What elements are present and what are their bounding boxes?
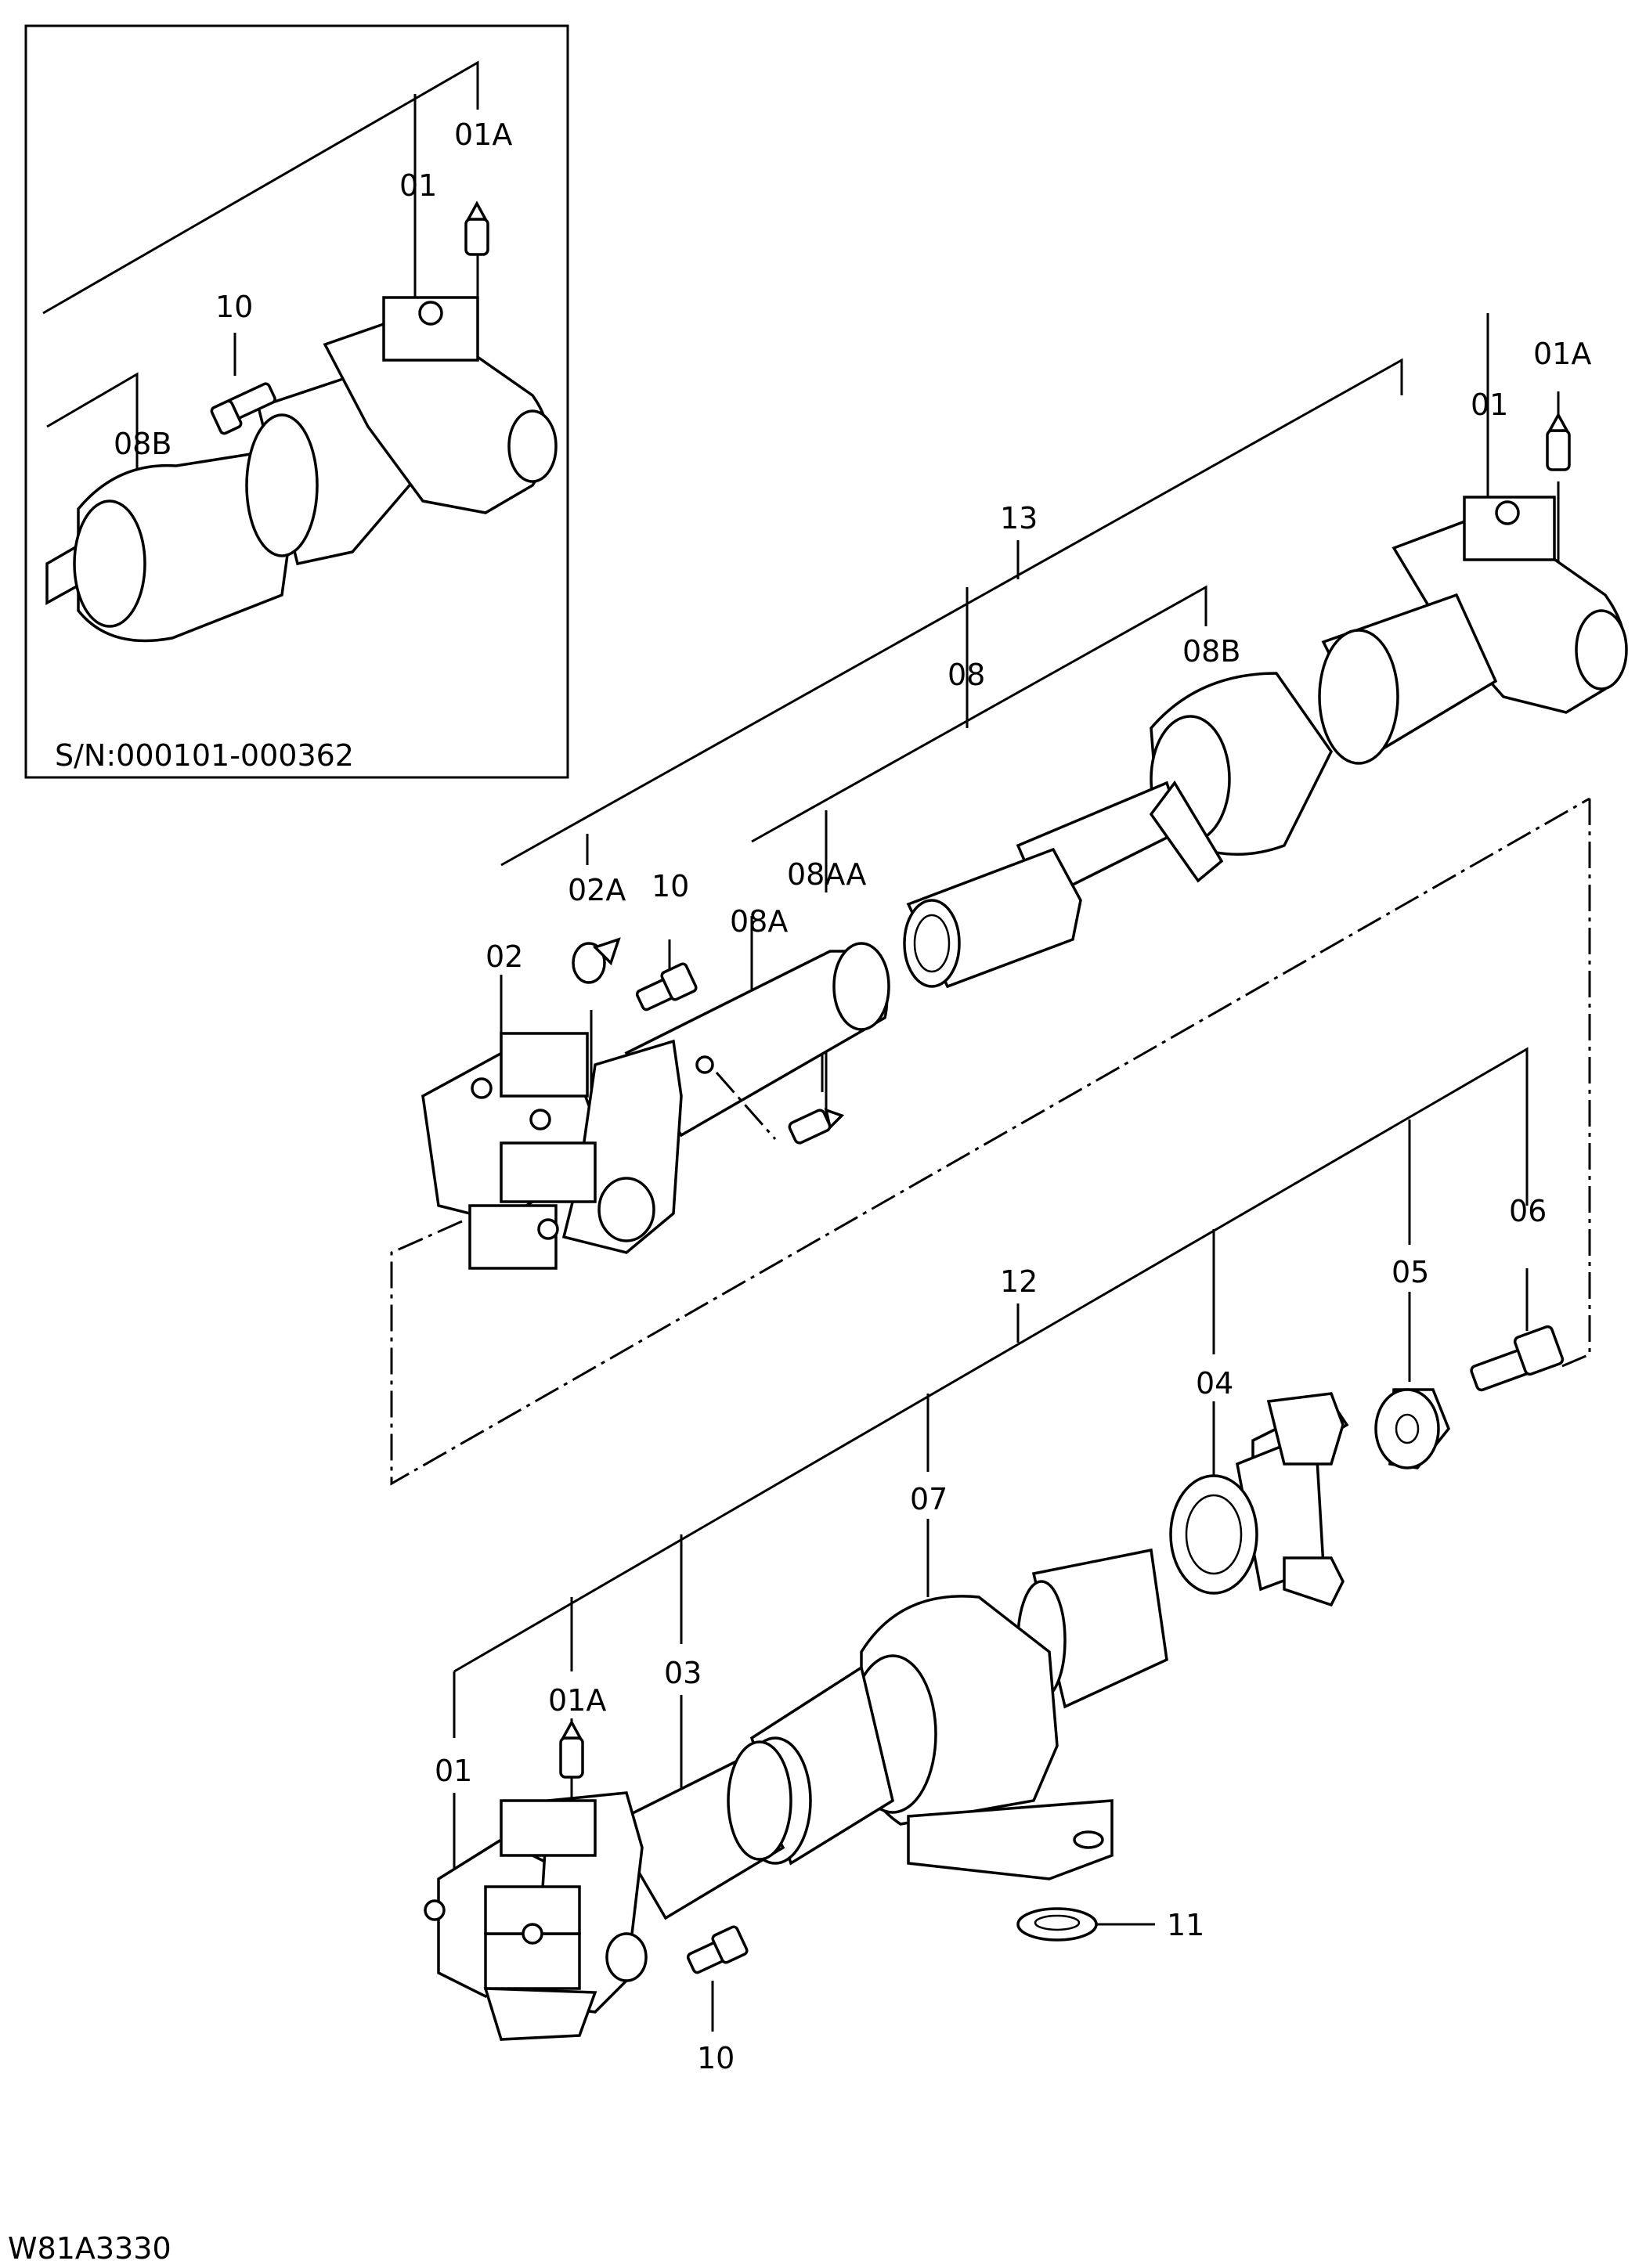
flange-yoke-04 (1169, 1392, 1349, 1607)
center-bearing-07 (738, 1548, 1168, 1880)
label-01-top: 01 (1471, 388, 1508, 422)
label-08b: 08B (1182, 634, 1240, 669)
upper-universal-joint-02 (421, 1032, 683, 1270)
inset-yoke (323, 296, 558, 514)
upper-tube-08a (624, 942, 890, 1140)
label-08aa: 08AA (787, 857, 866, 892)
inset-label-01: 01 (399, 168, 437, 203)
inset-grease-nipple-icon (464, 200, 489, 256)
washer-11 (1016, 1907, 1098, 1942)
upper-bolt-10-icon (635, 962, 698, 1011)
label-13: 13 (1000, 501, 1038, 535)
label-11: 11 (1167, 1908, 1204, 1942)
label-08: 08 (948, 658, 985, 692)
inset-label-08b: 08B (114, 427, 171, 461)
label-02a: 02A (568, 873, 626, 907)
upper-tube-08b (1016, 593, 1498, 903)
drawing-code: W81A3330 (8, 2231, 171, 2266)
lower-bolt-10-icon (686, 1925, 749, 1974)
label-10-top: 10 (652, 869, 689, 903)
inset-label-10: 10 (215, 290, 253, 324)
inset-panel: 01A 01 10 08B S/N:000101-000362 (24, 24, 569, 779)
upper-assembly (390, 313, 1628, 1486)
lower-assembly (424, 1047, 1565, 2041)
label-06: 06 (1509, 1194, 1547, 1228)
label-03: 03 (664, 1656, 702, 1690)
upper-spline-shaft (903, 847, 1082, 989)
label-01a-bottom: 01A (548, 1683, 606, 1718)
label-05: 05 (1392, 1255, 1429, 1289)
inset-label-01a: 01A (454, 117, 512, 152)
label-10-bottom: 10 (697, 2041, 735, 2075)
label-01a-top: 01A (1533, 337, 1591, 371)
tube-03 (608, 1740, 792, 1920)
upper-grease-nipple-08aa-icon (788, 1108, 845, 1145)
label-08a: 08A (730, 904, 788, 939)
label-01-bottom: 01 (435, 1754, 472, 1788)
upper-yoke-01 (1392, 496, 1628, 714)
upper-grease-nipple-02a-icon (572, 937, 621, 984)
bolt-06-icon (1470, 1325, 1565, 1392)
lower-universal-joint-01 (424, 1791, 648, 2041)
inset-bolt-icon (210, 382, 276, 435)
label-12: 12 (1000, 1264, 1038, 1299)
inset-serial-range: S/N:000101-000362 (55, 738, 354, 773)
upper-grease-nipple-01a-icon (1546, 412, 1571, 471)
washer-05 (1374, 1388, 1451, 1469)
label-07: 07 (910, 1482, 948, 1516)
lower-grease-nipple-01a-icon (559, 1719, 584, 1779)
label-04: 04 (1196, 1366, 1233, 1401)
label-02: 02 (485, 939, 523, 974)
